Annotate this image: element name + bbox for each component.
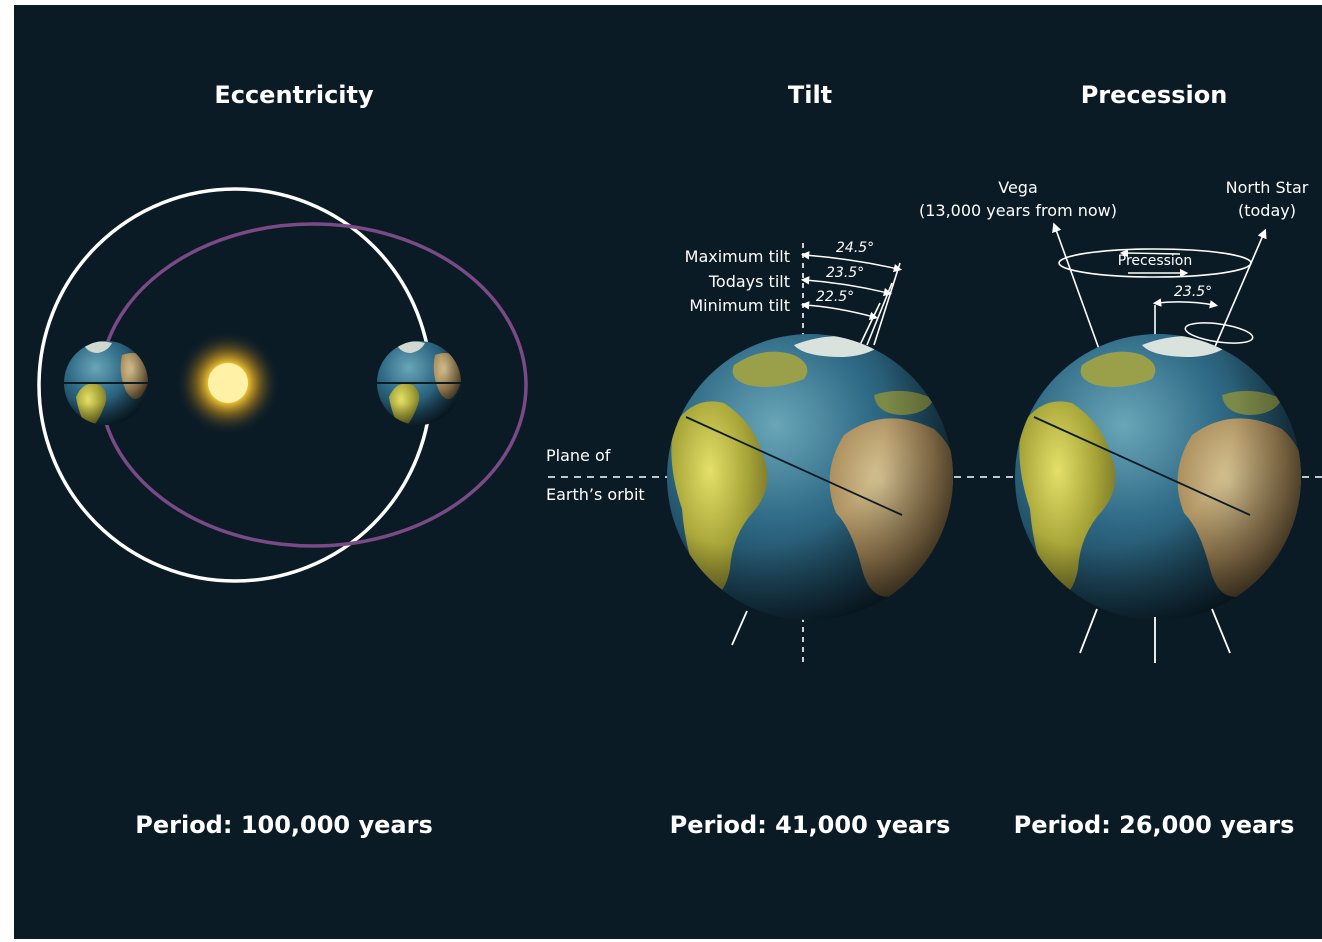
label-todays-tilt: Todays tilt <box>708 272 790 291</box>
precession-angle-arrow <box>1152 298 1219 309</box>
label-min-degrees: 22.5° <box>816 289 855 305</box>
label-plane-of: Plane of <box>546 446 611 465</box>
earth-precession-icon <box>1015 334 1301 620</box>
label-today-degrees: 23.5° <box>826 265 865 281</box>
wobble-loop <box>1184 322 1254 344</box>
diagram-panel: Eccentricity Tilt Precession Maximum til… <box>14 5 1322 939</box>
tilt-angle-arrows <box>800 251 903 320</box>
label-vega: Vega <box>998 178 1038 197</box>
label-maximum-tilt: Maximum tilt <box>684 247 790 266</box>
heading-precession: Precession <box>1080 81 1228 109</box>
period-precession: Period: 26,000 years <box>1013 811 1295 839</box>
sun-icon <box>176 331 280 435</box>
heading-eccentricity: Eccentricity <box>214 81 374 109</box>
label-precession-degrees: 23.5° <box>1174 284 1213 300</box>
precession-cone <box>1052 222 1267 350</box>
label-north-star: North Star <box>1225 178 1309 197</box>
heading-tilt: Tilt <box>787 81 833 109</box>
earth-small-right-icon <box>377 341 461 425</box>
label-vega-years: (13,000 years from now) <box>918 201 1117 220</box>
precession-lower-axes <box>1079 608 1231 663</box>
milankovitch-diagram <box>37 187 1322 665</box>
period-eccentricity: Period: 100,000 years <box>135 811 433 839</box>
label-north-star-today: (today) <box>1238 201 1296 220</box>
period-tilt: Period: 41,000 years <box>669 811 951 839</box>
label-minimum-tilt: Minimum tilt <box>689 296 790 315</box>
elliptical-orbit <box>98 222 528 548</box>
label-precession-circle: Precession <box>1117 253 1193 269</box>
earth-tilt-icon <box>667 334 953 620</box>
precession-direction-arrows <box>1119 248 1189 278</box>
label-max-degrees: 24.5° <box>836 240 875 256</box>
earth-small-left-icon <box>64 341 148 425</box>
label-earths-orbit: Earth’s orbit <box>546 485 645 504</box>
